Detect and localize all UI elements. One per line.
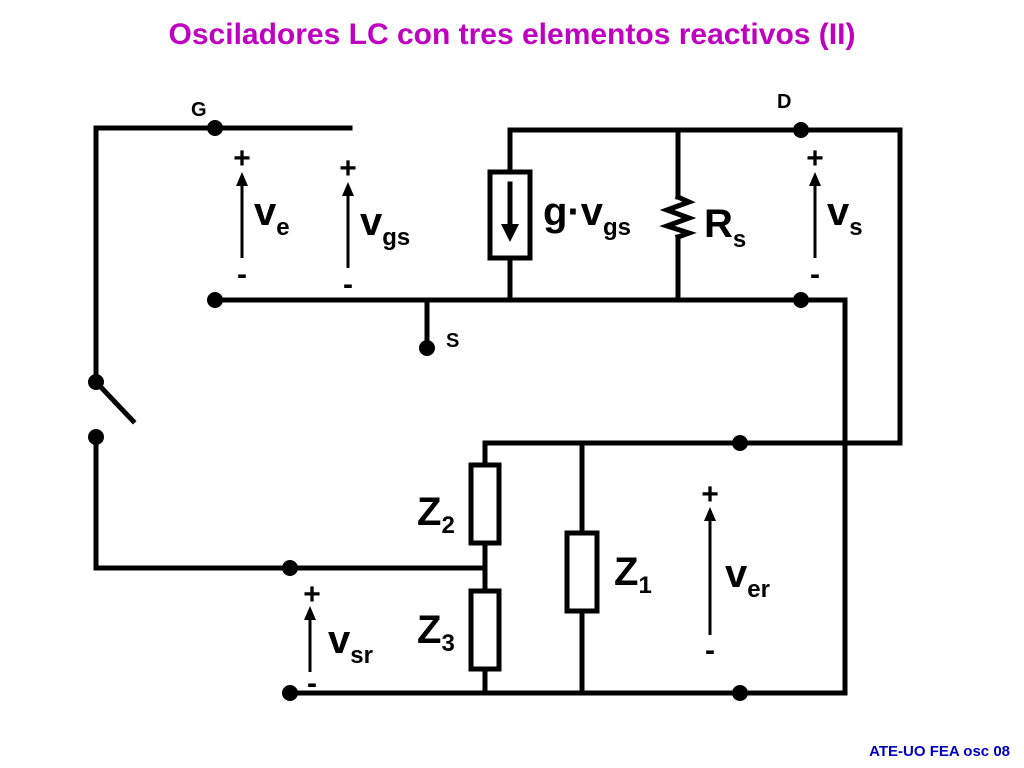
plus-sign-ver: + xyxy=(701,478,719,511)
terminal-s xyxy=(419,340,435,356)
terminal-ve-minus xyxy=(207,292,223,308)
node-label-g: G xyxy=(191,99,207,121)
switch-contact-bottom xyxy=(88,429,104,445)
terminal-d xyxy=(793,122,809,138)
terminal-ver-plus xyxy=(732,435,748,451)
current-source xyxy=(487,169,533,261)
terminal-g xyxy=(207,120,223,136)
label-g-vgs: g·vgs xyxy=(543,190,631,241)
node-label-d: D xyxy=(777,91,791,113)
label-ver: ver xyxy=(725,552,770,603)
plus-sign-vgs: + xyxy=(339,152,357,185)
minus-sign-ver: - xyxy=(705,634,715,667)
label-rs: Rs xyxy=(704,202,746,253)
node-label-s: S xyxy=(446,330,459,352)
terminal-vsr-minus xyxy=(282,685,298,701)
label-vsr: vsr xyxy=(328,618,373,669)
impedance-z3 xyxy=(468,588,502,672)
label-vs: vs xyxy=(827,190,863,241)
minus-sign-vsr: - xyxy=(307,667,317,700)
drain-wire xyxy=(507,127,903,446)
ground-wire xyxy=(287,297,848,696)
minus-sign-ve: - xyxy=(237,258,247,291)
footer-credit: ATE-UO FEA osc 08 xyxy=(869,743,1010,760)
voltage-arrows xyxy=(236,172,821,672)
label-z3: Z3 xyxy=(417,608,455,657)
plus-sign-ve: + xyxy=(233,142,251,175)
switch-blade xyxy=(92,378,137,425)
plus-sign-vsr: + xyxy=(303,578,321,611)
impedance-z1 xyxy=(564,530,600,614)
plus-sign-vs: + xyxy=(806,142,824,175)
switch-contact-top xyxy=(88,374,104,390)
label-vgs: vgs xyxy=(360,200,410,251)
page-title: Osciladores LC con tres elementos reacti… xyxy=(168,18,856,51)
terminals xyxy=(88,120,809,701)
label-ve: ve xyxy=(254,190,290,241)
terminal-vs-minus xyxy=(793,292,809,308)
terminal-vsr-plus xyxy=(282,560,298,576)
feedback-wire xyxy=(93,434,488,571)
minus-sign-vs: - xyxy=(810,258,820,291)
resistor-rs xyxy=(659,193,697,241)
label-z1: Z1 xyxy=(614,550,652,599)
gate-wire xyxy=(93,125,353,385)
impedance-z2 xyxy=(468,462,502,546)
terminal-ver-minus xyxy=(732,685,748,701)
minus-sign-vgs: - xyxy=(343,268,353,301)
label-z2: Z2 xyxy=(417,490,455,539)
